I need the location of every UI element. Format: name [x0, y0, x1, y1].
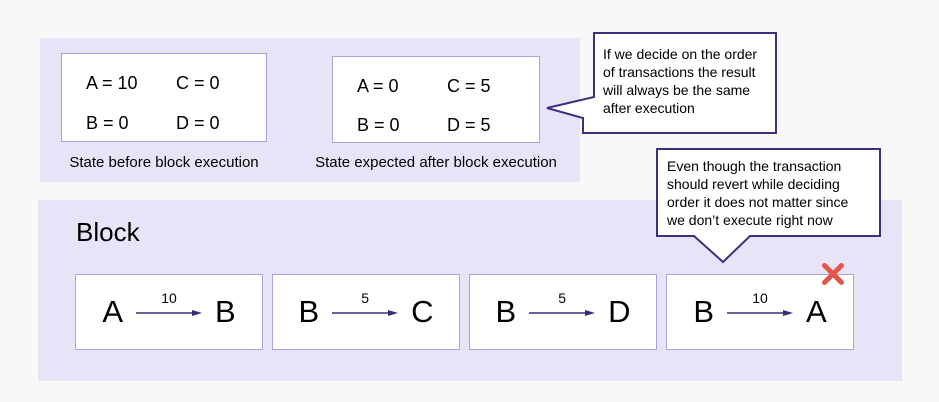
- tx-amount-label: 5: [361, 289, 370, 306]
- tx-from-account: B: [693, 294, 714, 329]
- state-value: D = 0: [176, 113, 220, 133]
- state-value: B = 0: [86, 113, 129, 133]
- tx-amount-label: 5: [558, 289, 567, 306]
- callout-order-text: If we decide on the order of transaction…: [603, 45, 757, 117]
- block-title: Block: [76, 217, 140, 247]
- state-before-values: A = 10 C = 0 B = 0 D = 0: [62, 54, 266, 141]
- state-after-caption: State expected after block execution: [315, 154, 557, 171]
- tx-transfer: 5: [332, 289, 399, 317]
- callout-line: If we decide on the order: [603, 46, 758, 62]
- tx-transfer: 5: [529, 289, 596, 317]
- transfer-arrow-icon: [136, 309, 202, 316]
- tx-transfer: 10: [136, 290, 202, 317]
- callout-line: after execution: [603, 100, 695, 116]
- rejected-x-icon: [822, 263, 844, 285]
- callout-line: will always be the same: [603, 82, 751, 98]
- tx-transfer: 10: [727, 290, 793, 317]
- callout-order-bubble: [546, 32, 777, 134]
- tx-from-account: B: [495, 294, 517, 329]
- state-value: A = 10: [86, 73, 138, 93]
- state-after-values: A = 0 C = 5 B = 0 D = 5: [333, 57, 539, 142]
- transfer-arrow-icon: [332, 309, 399, 316]
- callout-revert-bubble: [656, 148, 881, 264]
- tx-from-account: B: [298, 294, 320, 329]
- transaction-card-1: A 10 B: [75, 274, 263, 350]
- tx-amount-label: 10: [752, 289, 768, 306]
- callout-line: should revert while deciding: [667, 176, 840, 192]
- state-value: C = 5: [447, 76, 491, 96]
- tx-to-account: A: [806, 294, 827, 329]
- callout-line: Even though the transaction: [667, 158, 842, 174]
- state-after-box: A = 0 C = 5 B = 0 D = 5: [332, 56, 540, 143]
- tx-from-account: A: [102, 294, 123, 329]
- callout-line: order it does not matter since: [667, 194, 849, 210]
- state-before-caption: State before block execution: [69, 154, 259, 171]
- transaction-card-3: B 5 D: [469, 274, 657, 350]
- transaction-card-4: B 10 A: [666, 274, 854, 350]
- tx-to-account: B: [215, 294, 236, 329]
- tx-amount-label: 10: [161, 289, 177, 306]
- callout-revert-text: Even though the transaction should rever…: [667, 157, 848, 229]
- state-value: B = 0: [357, 115, 400, 135]
- tx-to-account: D: [608, 294, 631, 329]
- transaction-card-2: B 5 C: [272, 274, 460, 350]
- state-before-box: A = 10 C = 0 B = 0 D = 0: [61, 53, 267, 142]
- tx-to-account: C: [411, 294, 434, 329]
- transfer-arrow-icon: [529, 309, 596, 316]
- state-value: A = 0: [357, 76, 399, 96]
- state-value: C = 0: [176, 73, 220, 93]
- callout-line: of transactions the result: [603, 64, 756, 80]
- state-value: D = 5: [447, 115, 491, 135]
- transfer-arrow-icon: [727, 309, 793, 316]
- callout-line: we don’t execute right now: [667, 212, 833, 228]
